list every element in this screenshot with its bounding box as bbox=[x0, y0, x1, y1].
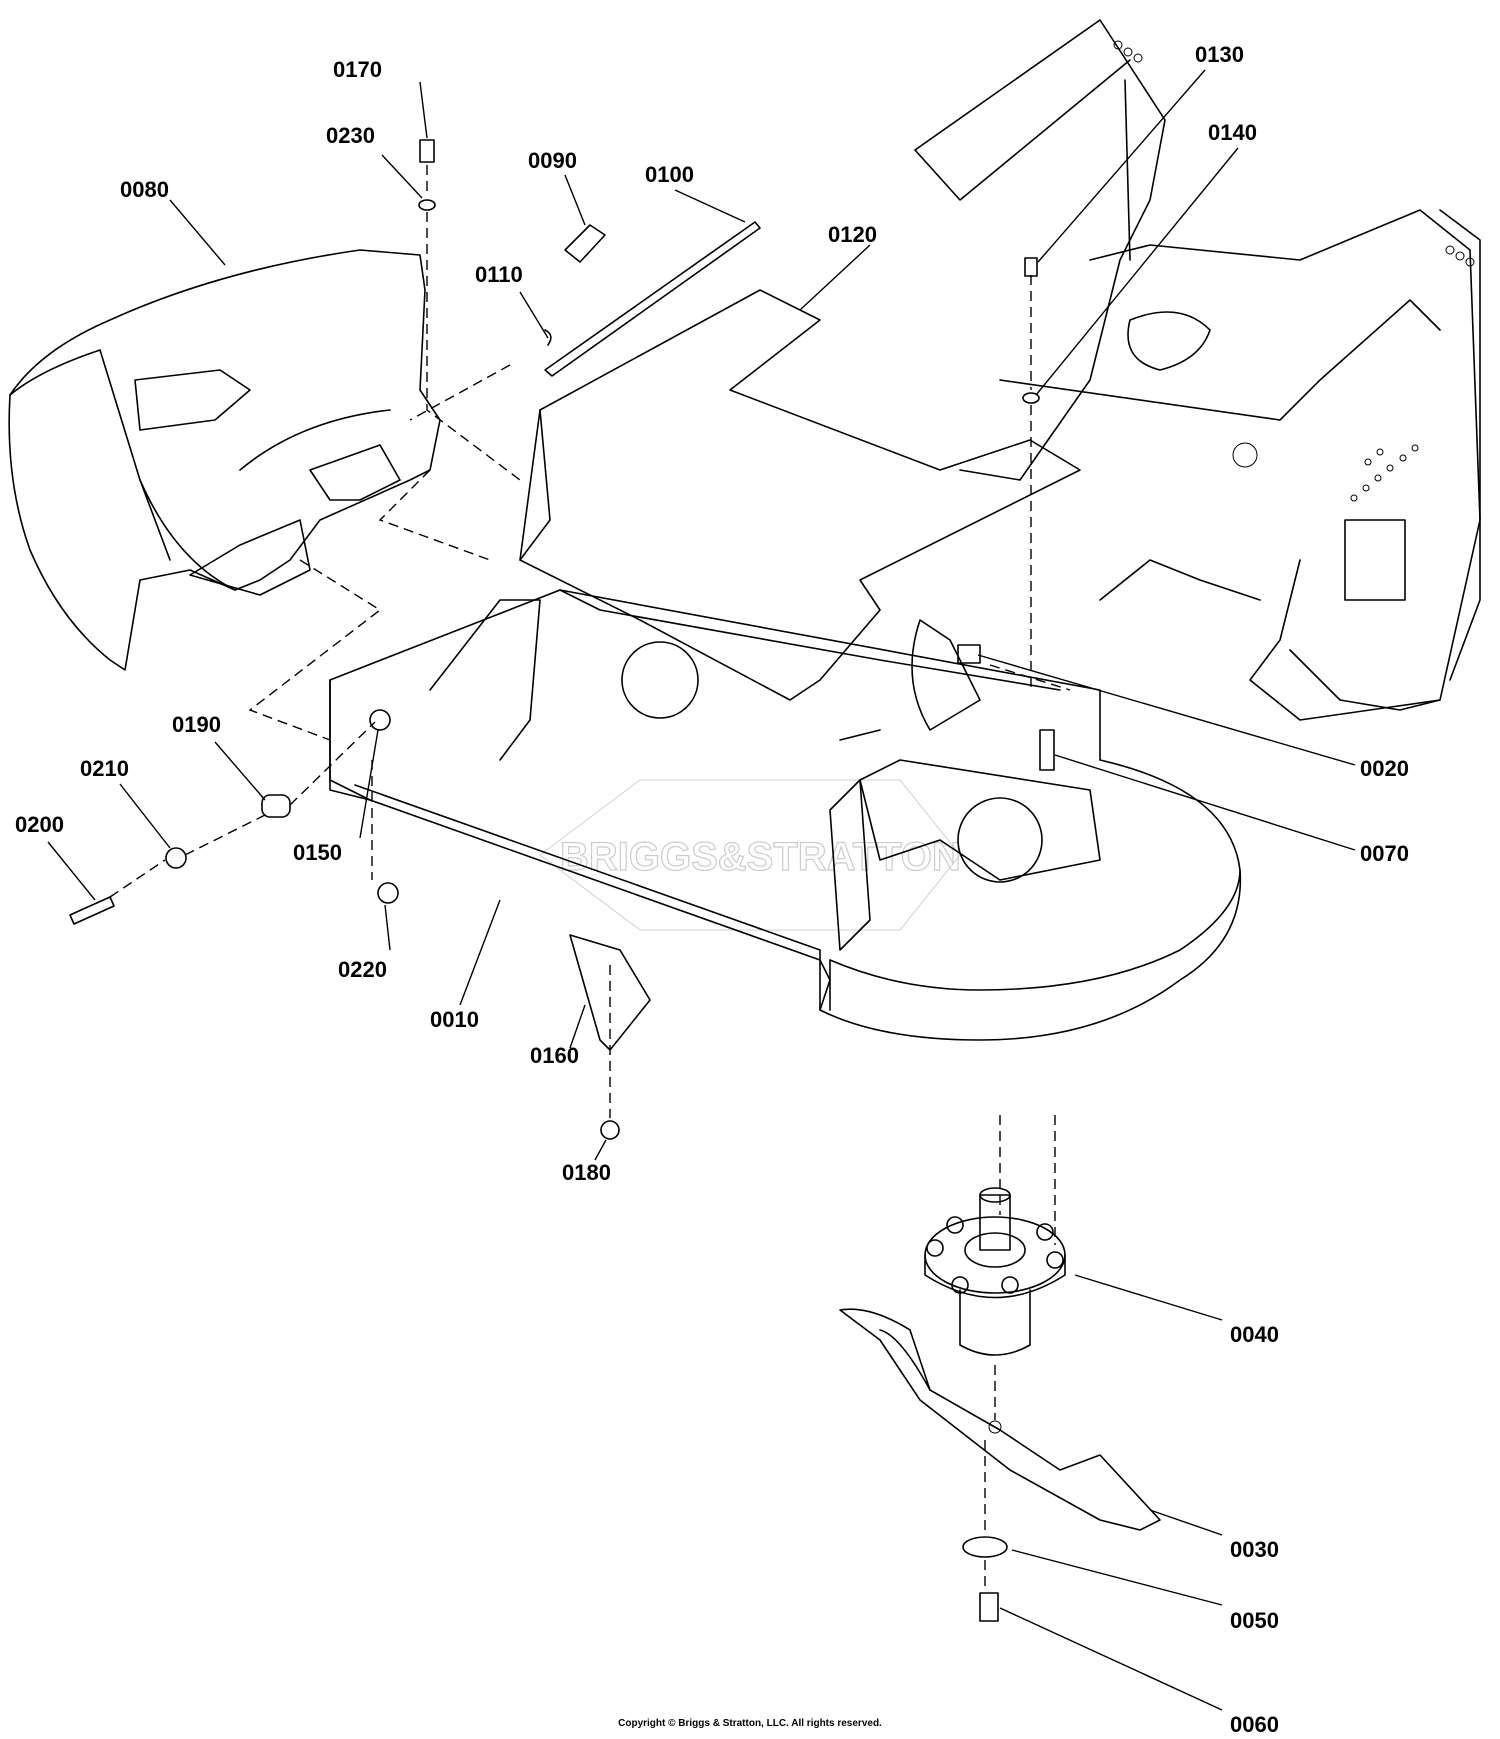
bracket-0160 bbox=[569, 934, 651, 1051]
clip-0110 bbox=[544, 329, 552, 346]
callout-0080: 0080 bbox=[120, 177, 169, 202]
bolt-0130 bbox=[1024, 257, 1038, 277]
nut-0220 bbox=[377, 882, 399, 904]
washer-0140 bbox=[1022, 392, 1040, 404]
washer-0230 bbox=[418, 199, 436, 211]
callout-labels: 0170 0230 0080 0090 0100 0110 0120 0130 … bbox=[15, 42, 1409, 1737]
nut-0180 bbox=[600, 1120, 620, 1140]
callout-0210: 0210 bbox=[80, 756, 129, 781]
washer-0050 bbox=[962, 1536, 1008, 1558]
bolt-0200 bbox=[69, 896, 115, 925]
callout-0020: 0020 bbox=[1360, 756, 1409, 781]
callout-0070: 0070 bbox=[1360, 841, 1409, 866]
callout-0200: 0200 bbox=[15, 812, 64, 837]
hardware-parts bbox=[69, 139, 1055, 1622]
callout-0230: 0230 bbox=[326, 123, 375, 148]
callout-0220: 0220 bbox=[338, 957, 387, 982]
bolt-0170 bbox=[419, 139, 435, 163]
callout-0050: 0050 bbox=[1230, 1608, 1279, 1633]
callout-0120: 0120 bbox=[828, 222, 877, 247]
copyright-notice: Copyright © Briggs & Stratton, LLC. All … bbox=[618, 1718, 882, 1729]
callout-0040: 0040 bbox=[1230, 1322, 1279, 1347]
callout-0030: 0030 bbox=[1230, 1537, 1279, 1562]
callout-0190: 0190 bbox=[172, 712, 221, 737]
cover-plate bbox=[519, 289, 1081, 701]
callout-0160: 0160 bbox=[530, 1043, 579, 1068]
leader-lines bbox=[47, 69, 1356, 1711]
briggs-stratton-watermark: BRIGGS&STRATTON bbox=[539, 779, 961, 931]
mower-frame bbox=[914, 19, 1481, 721]
callout-0170: 0170 bbox=[333, 57, 382, 82]
callout-0110: 0110 bbox=[475, 262, 523, 287]
mower-blade bbox=[839, 1308, 1161, 1531]
bolt-0060 bbox=[979, 1592, 999, 1622]
washer-0210 bbox=[165, 847, 187, 869]
callout-0150: 0150 bbox=[293, 840, 342, 865]
bolt-0070 bbox=[1039, 729, 1055, 771]
spacer-0150 bbox=[369, 709, 391, 731]
watermark-text: BRIGGS&STRATTON bbox=[560, 835, 961, 879]
blade-spindle bbox=[924, 1187, 1066, 1356]
rod-0100 bbox=[544, 221, 761, 377]
bushing-0190 bbox=[261, 794, 291, 818]
mower-deck-housing bbox=[329, 589, 1242, 1041]
callout-0100: 0100 bbox=[645, 162, 694, 187]
callout-0090: 0090 bbox=[528, 148, 577, 173]
callout-0060: 0060 bbox=[1230, 1712, 1279, 1737]
assembly-lines bbox=[109, 165, 1071, 1590]
callout-0140: 0140 bbox=[1208, 120, 1257, 145]
callout-0180: 0180 bbox=[562, 1160, 611, 1185]
spring-0090 bbox=[564, 224, 606, 263]
callout-0130: 0130 bbox=[1195, 42, 1244, 67]
nut-0020 bbox=[957, 644, 981, 664]
callout-0010: 0010 bbox=[430, 1007, 479, 1032]
